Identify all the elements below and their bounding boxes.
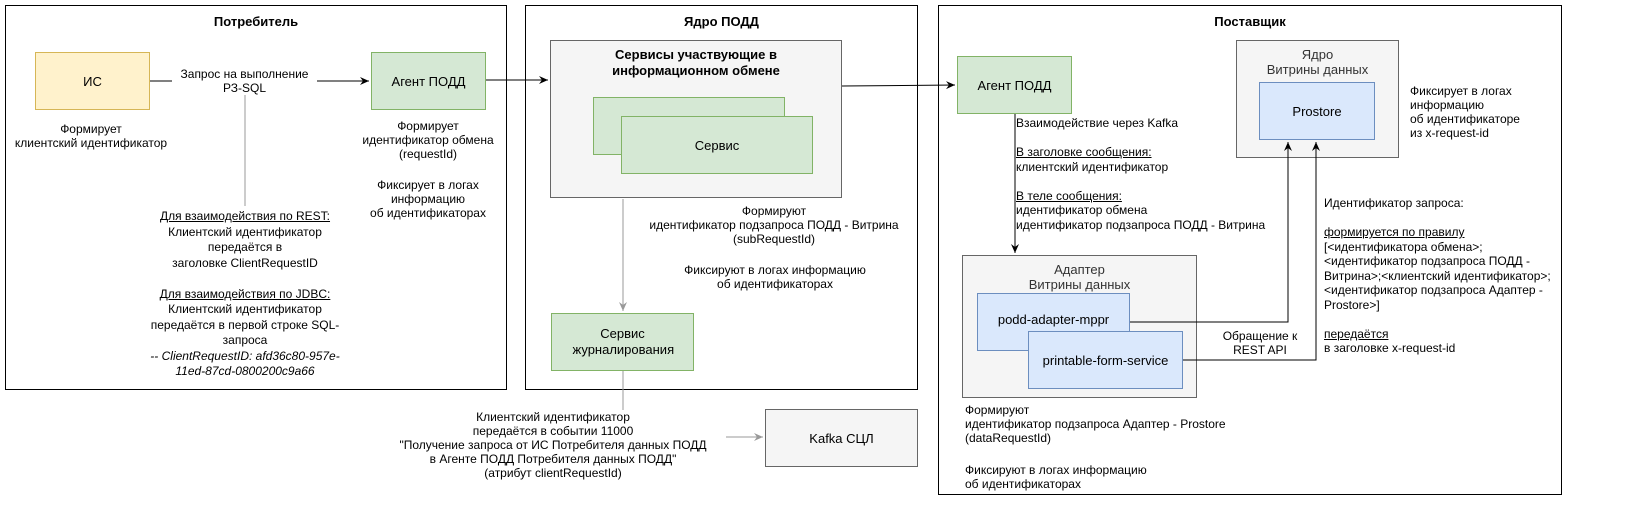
adapter-logs-2: об идентификаторах <box>965 477 1081 491</box>
kafka-header-title: В заголовке сообщения: <box>1016 145 1152 159</box>
reqid-passed: передаётся <box>1324 326 1389 341</box>
agent-forms-2: идентификатор обмена <box>362 133 494 147</box>
adapter-forms-2: идентификатор подзапроса Адаптер - Prost… <box>965 417 1226 431</box>
agent-consumer-label: Агент ПОДД <box>391 73 466 89</box>
event-label: Клиентский идентификатор передаётся в со… <box>380 410 726 480</box>
adapter-forms-label: Формируют идентификатор подзапроса Адапт… <box>965 403 1245 445</box>
event-4: в Агенте ПОДД Потребителя данных ПОДД" <box>429 452 677 466</box>
logging-service-node[interactable]: Сервис журналирования <box>551 313 694 371</box>
svc-logs-1: Фиксируют в логах информацию <box>684 263 866 277</box>
printable-form-label: printable-form-service <box>1042 352 1169 368</box>
podd-adapter-label: podd-adapter-mppr <box>997 311 1110 327</box>
core-frame-title: Ядро ПОДД <box>684 14 759 29</box>
agent-logs-3: об идентификаторах <box>370 206 486 220</box>
jdbc-1: Клиентский идентификатор <box>168 302 322 316</box>
kafka-1: Взаимодействие через Kafka <box>1016 116 1179 130</box>
agent-supplier-label: Агент ПОДД <box>977 77 1052 93</box>
prostore-logs-3: об идентификаторе <box>1410 112 1520 126</box>
is-forms-1: Формирует <box>60 122 122 136</box>
adapter-forms-3: (dataRequestId) <box>965 431 1052 445</box>
request-label: Запрос на выполнение РЗ-SQL <box>172 67 317 95</box>
consumer-frame-title: Потребитель <box>213 14 299 29</box>
event-1: Клиентский идентификатор <box>476 410 630 424</box>
svc-forms-2: идентификатор подзапроса ПОДД - Витрина <box>649 218 899 232</box>
printable-form-to-prostore-arrow <box>1183 142 1320 361</box>
adapter-logs-1: Фиксируют в логах информацию <box>965 463 1147 477</box>
kafka-body-1: идентификатор обмена <box>1016 203 1148 217</box>
reqid-3: Витрина>;<клиентский идентификатор>; <box>1324 268 1551 283</box>
is-node-label: ИС <box>83 73 102 89</box>
podd-adapter-to-prostore-arrow <box>1130 142 1292 323</box>
logging-service-label: Сервис журналирования <box>572 326 675 357</box>
reqid-rule: формируется по правилу <box>1324 225 1465 239</box>
is-forms-2: клиентский идентификатор <box>14 136 168 150</box>
kafka-body-2: идентификатор подзапроса ПОДД - Витрина <box>1016 217 1266 232</box>
agent-logs-1: Фиксирует в логах <box>377 178 479 192</box>
agent-supplier-node[interactable]: Агент ПОДД <box>957 56 1072 114</box>
request-label-1: Запрос на выполнение <box>180 67 309 81</box>
rest-title: Для взаимодействия по REST: <box>159 209 331 223</box>
is-forms-label: Формирует клиентский идентификатор <box>5 122 177 150</box>
reqid-title: Идентификатор запроса: <box>1324 196 1464 210</box>
event-2: передаётся в событии 11000 <box>472 424 634 438</box>
kafka-body-title: В теле сообщения: <box>1016 188 1122 203</box>
svc-logs-label: Фиксируют в логах информацию об идентифи… <box>660 263 890 291</box>
agent-logs-2: информацию <box>390 192 466 206</box>
kafka-header-1: клиентский идентификатор <box>1016 159 1169 174</box>
svc-forms-1: Формируют <box>741 204 807 218</box>
rest-1: Клиентский идентификатор <box>168 224 322 239</box>
rest-call-1: Обращение к <box>1222 329 1298 343</box>
jdbc-3: запроса <box>222 333 268 347</box>
is-node[interactable]: ИС <box>35 52 150 110</box>
service-node[interactable]: Сервис <box>621 116 813 174</box>
rest-3: заголовке ClientRequestID <box>172 255 318 270</box>
showcase-core-title-2: Витрины данных <box>1266 62 1369 77</box>
services-to-agent-supplier-arrow <box>841 81 956 90</box>
agent-forms-1: Формирует <box>397 119 459 133</box>
adapter-forms-1: Формируют <box>965 403 1030 417</box>
event-3: "Получение запроса от ИС Потребителя дан… <box>399 438 707 452</box>
kafka-interaction-label: Взаимодействие через Kafka В заголовке с… <box>1016 116 1281 232</box>
services-group-title: Сервисы участвующие в информационном обм… <box>612 47 780 78</box>
request-label-2: РЗ-SQL <box>223 81 266 95</box>
rest-call-2: REST API <box>1233 343 1287 357</box>
agent-forms-3: (requestId) <box>398 147 458 161</box>
jdbc-4: -- ClientRequestID: afd36c80-957e- <box>150 348 340 363</box>
reqid-4: <идентификатор подзапроса Адаптер - <box>1324 283 1543 297</box>
svc-forms-label: Формируют идентификатор подзапроса ПОДД … <box>636 204 912 246</box>
jdbc-5: 11ed-87cd-0800200c9a66 <box>175 364 315 378</box>
rest-jdbc-label: Для взаимодействия по REST: Клиентский и… <box>150 209 340 380</box>
kafka-scl-label: Kafka СЦЛ <box>809 430 874 446</box>
kafka-scl-node[interactable]: Kafka СЦЛ <box>765 409 918 467</box>
service-label: Сервис <box>694 137 740 153</box>
agent-logs-label: Фиксирует в логах информацию об идентифи… <box>350 178 506 220</box>
agent-forms-label: Формирует идентификатор обмена (requestI… <box>350 119 506 161</box>
reqid-passed-2: в заголовке x-request-id <box>1324 341 1456 355</box>
adapter-title-1: Адаптер <box>1054 262 1105 277</box>
rest-call-label: Обращение к REST API <box>1210 329 1310 357</box>
jdbc-title: Для взаимодействия по JDBC: <box>159 286 331 301</box>
prostore-logs-label: Фиксирует в логах информацию об идентифи… <box>1410 84 1550 140</box>
adapter-logs-label: Фиксируют в логах информацию об идентифи… <box>965 463 1165 491</box>
prostore-node[interactable]: Prostore <box>1259 82 1375 140</box>
event-5: (атрибут clientRequestId) <box>484 466 622 480</box>
svc-logs-2: об идентификаторах <box>717 277 833 291</box>
reqid-5: Prostore>] <box>1324 297 1380 312</box>
printable-form-node[interactable]: printable-form-service <box>1028 331 1183 389</box>
reqid-1: [<идентификатора обмена>; <box>1324 239 1483 254</box>
reqid-2: <идентификатор подзапроса ПОДД - <box>1324 254 1530 268</box>
agent-consumer-node[interactable]: Агент ПОДД <box>371 52 486 110</box>
jdbc-2: передаётся в первой строке SQL- <box>150 317 340 332</box>
supplier-frame-title: Поставщик <box>1214 14 1286 29</box>
showcase-core-title-1: Ядро <box>1301 47 1334 62</box>
adapter-title-2: Витрины данных <box>1028 277 1131 292</box>
prostore-logs-2: информацию <box>1410 98 1485 112</box>
rest-2: передаётся в <box>207 240 283 254</box>
svc-forms-3: (subRequestId) <box>732 232 816 246</box>
prostore-logs-1: Фиксирует в логах <box>1410 84 1512 98</box>
prostore-logs-4: из x-request-id <box>1410 126 1489 140</box>
prostore-label: Prostore <box>1292 103 1342 119</box>
request-id-label: Идентификатор запроса: формируется по пр… <box>1324 196 1560 356</box>
